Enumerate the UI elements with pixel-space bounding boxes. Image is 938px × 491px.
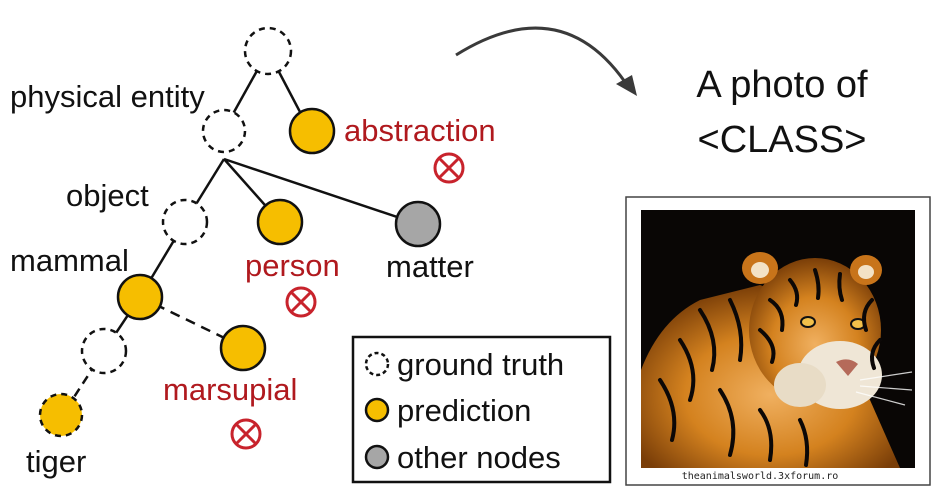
photo-caption-strip bbox=[641, 468, 915, 482]
label-mammal: mammal bbox=[10, 243, 129, 278]
node-object bbox=[161, 198, 209, 246]
node-root bbox=[243, 26, 293, 76]
legend-ground-truth-label: ground truth bbox=[397, 347, 564, 382]
wrong-markers bbox=[230, 152, 465, 450]
node-matter bbox=[394, 200, 442, 248]
node-physical-entity bbox=[201, 108, 247, 154]
legend: ground truth prediction other nodes bbox=[351, 335, 612, 484]
label-abstraction: abstraction bbox=[344, 113, 496, 148]
tiger-illustration bbox=[641, 252, 913, 468]
tree-nodes bbox=[38, 26, 442, 438]
tree-labels: physical entity abstraction object perso… bbox=[10, 79, 496, 479]
curved-arrow bbox=[455, 26, 637, 96]
node-gt-parent bbox=[80, 327, 128, 375]
label-tiger: tiger bbox=[26, 444, 86, 479]
label-marsupial: marsupial bbox=[163, 372, 297, 407]
label-object: object bbox=[66, 178, 149, 213]
tiger-photo: theanimalsworld.3xforum.ro bbox=[625, 196, 931, 486]
label-physical-entity: physical entity bbox=[10, 79, 205, 114]
photo-caption: theanimalsworld.3xforum.ro bbox=[682, 471, 839, 482]
legend-prediction-label: prediction bbox=[397, 393, 531, 428]
node-mammal bbox=[116, 273, 164, 321]
wrong-icon-abstraction bbox=[433, 152, 465, 184]
node-person bbox=[256, 198, 304, 246]
legend-prediction-swatch bbox=[364, 397, 390, 423]
prompt-line-1: A photo of bbox=[696, 64, 868, 106]
prompt-template: A photo of <CLASS> bbox=[696, 64, 868, 161]
wrong-icon-marsupial bbox=[230, 418, 262, 450]
wrong-icon-person bbox=[285, 286, 317, 318]
node-abstraction bbox=[288, 107, 336, 155]
label-person: person bbox=[245, 248, 340, 283]
prompt-line-2: <CLASS> bbox=[698, 119, 867, 161]
legend-box bbox=[351, 335, 612, 484]
node-tiger bbox=[38, 392, 84, 438]
legend-other-label: other nodes bbox=[397, 440, 561, 475]
edge-physical-matter bbox=[223, 157, 419, 226]
node-marsupial bbox=[219, 324, 267, 372]
label-matter: matter bbox=[386, 249, 474, 284]
legend-other-swatch bbox=[364, 444, 390, 470]
legend-ground-truth-swatch bbox=[364, 351, 390, 377]
